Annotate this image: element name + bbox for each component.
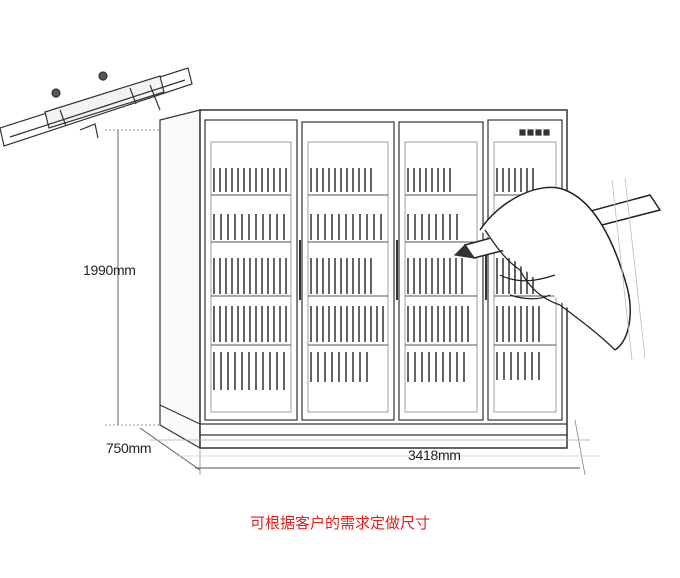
height-dimension-label: 1990mm	[83, 262, 136, 278]
display-cabinet	[159, 109, 568, 450]
control-panel-lights-icon	[519, 129, 550, 136]
depth-dimension-label: 750mm	[106, 440, 152, 456]
width-dimension-label: 3418mm	[408, 447, 461, 463]
customization-caption: 可根据客户的需求定做尺寸	[249, 514, 430, 532]
vernier-caliper-icon	[0, 67, 193, 147]
hand-with-pencil-icon	[453, 177, 662, 361]
